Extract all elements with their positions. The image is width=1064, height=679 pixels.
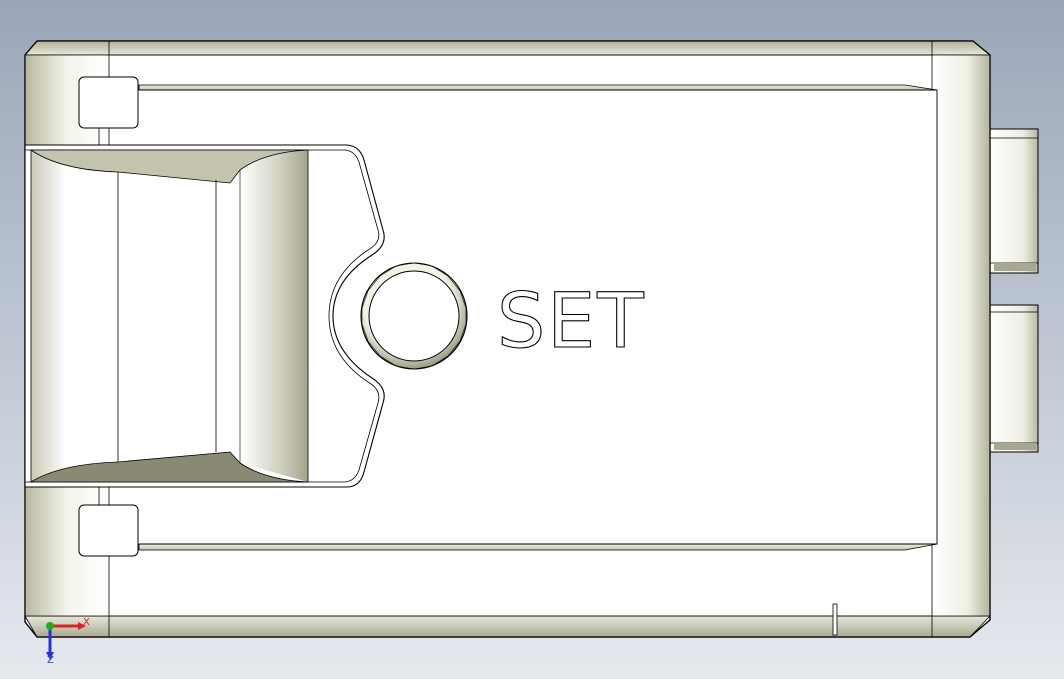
view-triad[interactable]: X Z <box>36 612 100 676</box>
set-button[interactable] <box>360 262 468 370</box>
connector-tab-upper[interactable] <box>987 128 1039 274</box>
rail-strip-bottom <box>138 543 938 551</box>
rail-strip-top <box>138 84 938 91</box>
bottom-post <box>832 603 838 636</box>
saddle-channel[interactable] <box>24 144 385 488</box>
y-axis-dot <box>46 622 54 630</box>
mount-pad-top[interactable] <box>78 76 139 146</box>
x-axis-label: X <box>83 617 90 628</box>
mount-pad-bottom[interactable] <box>78 487 139 557</box>
set-label: SET <box>497 276 646 365</box>
connector-tab-lower[interactable] <box>987 304 1039 453</box>
z-axis-label: Z <box>47 655 54 666</box>
